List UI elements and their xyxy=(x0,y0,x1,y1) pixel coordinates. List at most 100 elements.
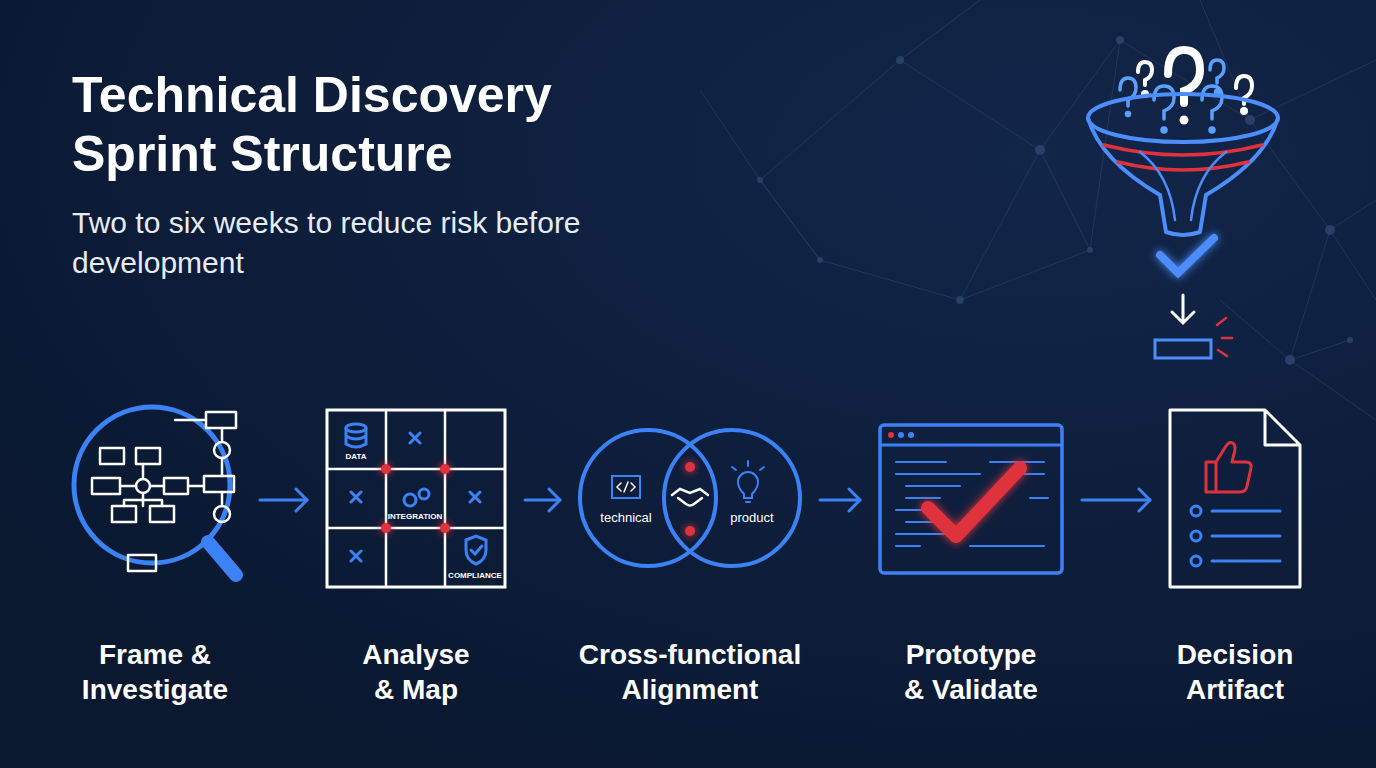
illustration-part xyxy=(732,461,764,470)
illustration-part xyxy=(204,476,234,492)
illustration-part xyxy=(817,257,823,263)
illustration-part xyxy=(1206,442,1251,492)
illustration-part xyxy=(1170,410,1300,587)
illustration-part xyxy=(1138,62,1152,85)
illustration-part xyxy=(381,523,391,533)
diagram-title: Technical Discovery Sprint Structure xyxy=(72,66,632,184)
illustration-part xyxy=(1191,531,1201,541)
icon-label: DATA xyxy=(345,452,366,462)
illustration-part xyxy=(164,478,188,494)
illustration-part xyxy=(175,420,222,506)
funnel-illustration xyxy=(1088,50,1278,358)
arrow-head xyxy=(549,489,560,511)
illustration-part xyxy=(880,444,1062,447)
illustration-part xyxy=(1202,86,1222,119)
illustration-part xyxy=(214,442,230,458)
illustration-part xyxy=(617,482,635,492)
illustration-part xyxy=(346,424,486,564)
process-step: Frame & Investigate xyxy=(66,405,244,713)
illustration-part xyxy=(898,432,904,438)
illustration-part xyxy=(1191,556,1201,566)
magnifier-icon xyxy=(74,407,236,575)
process-step: Cross-functional Alignment xyxy=(559,405,821,713)
flow-arrow xyxy=(1082,489,1150,511)
illustration-part xyxy=(896,462,1048,546)
illustration-part xyxy=(1127,113,1130,116)
flow-arrow xyxy=(525,489,560,511)
illustration-part xyxy=(466,536,486,564)
illustration-part xyxy=(419,489,429,499)
icon-label: COMPLIANCE xyxy=(448,571,502,581)
illustration-part xyxy=(381,464,450,533)
illustration-part xyxy=(1118,162,1248,170)
step-label: Prototype & Validate xyxy=(895,637,1047,707)
illustration-part xyxy=(1217,318,1232,356)
illustration-part xyxy=(1191,506,1201,516)
illustration-part xyxy=(1087,247,1093,253)
illustration-part xyxy=(1035,145,1045,155)
illustration-part xyxy=(757,177,763,183)
arrow-line xyxy=(260,499,307,502)
icon-label: INTEGRATION xyxy=(388,512,443,522)
illustration-part xyxy=(898,432,914,438)
illustration-part xyxy=(908,432,914,438)
illustration-part xyxy=(664,430,800,566)
illustration-part xyxy=(1104,145,1262,155)
illustration-part xyxy=(120,464,164,506)
illustration-part xyxy=(888,432,894,438)
illustration-part xyxy=(206,412,236,428)
illustration-part xyxy=(440,464,450,474)
document-icon xyxy=(1170,410,1300,587)
step-label: Frame & Investigate xyxy=(69,637,241,707)
illustration-part xyxy=(1212,511,1280,561)
illustration-part xyxy=(1191,506,1280,566)
illustration-part xyxy=(1116,36,1124,44)
arrow-head xyxy=(849,489,860,511)
illustration-part xyxy=(1242,109,1246,113)
illustration-part xyxy=(1162,128,1166,132)
illustration-part xyxy=(1180,116,1189,125)
illustration-part xyxy=(928,468,1020,536)
grid-icon xyxy=(327,410,505,587)
illustration-part xyxy=(471,546,482,554)
illustration-part xyxy=(92,478,120,494)
illustration-part xyxy=(404,494,416,506)
illustration-part xyxy=(327,410,505,587)
arrow-head xyxy=(1139,489,1150,511)
icon-label: technical xyxy=(600,510,651,525)
arrow-line xyxy=(525,499,560,502)
process-step: Decision Artifact xyxy=(1161,405,1309,713)
illustration-part xyxy=(381,464,391,474)
illustration-part xyxy=(327,410,505,587)
illustration-part xyxy=(580,430,716,566)
step-label: Analyse & Map xyxy=(352,637,480,707)
arrow-line xyxy=(1082,499,1150,502)
illustration-part xyxy=(1210,128,1214,132)
illustration-part xyxy=(1155,340,1211,358)
illustration-part xyxy=(880,425,1062,573)
illustration-part xyxy=(1325,225,1335,235)
illustration-part xyxy=(956,296,964,304)
flow-arrow xyxy=(820,489,860,511)
illustration-part xyxy=(1120,78,1136,106)
flow-arrow xyxy=(260,489,307,511)
illustration-part xyxy=(1154,86,1174,119)
illustration-part xyxy=(346,428,366,447)
illustration-part xyxy=(1216,91,1219,94)
illustration-part xyxy=(896,56,904,64)
illustration-part xyxy=(1210,60,1224,83)
illustration-part xyxy=(738,472,758,502)
illustration-part xyxy=(1088,118,1278,235)
illustration-part xyxy=(440,523,450,533)
process-step: Prototype & Validate xyxy=(878,405,1064,713)
venn-icon xyxy=(580,430,800,566)
illustration-part xyxy=(351,433,480,561)
illustration-part xyxy=(700,0,1376,420)
illustration-part xyxy=(128,555,156,571)
step-label: Cross-functional Alignment xyxy=(562,637,818,707)
illustration-part xyxy=(1160,238,1214,273)
illustration-part xyxy=(672,489,708,506)
illustration-part xyxy=(1245,115,1255,125)
process-step: Analyse & Map xyxy=(325,405,507,713)
